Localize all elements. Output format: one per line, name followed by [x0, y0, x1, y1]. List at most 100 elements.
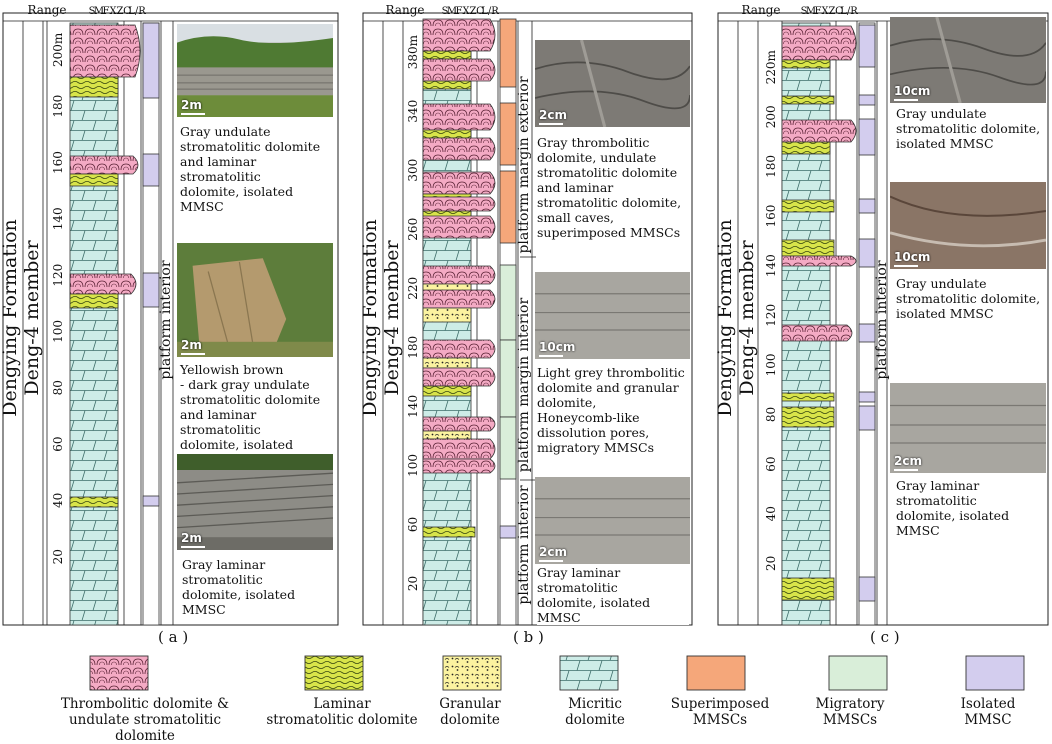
environment-label-a: platform interior [158, 260, 174, 379]
mmsc-isolated-c-0 [858, 24, 876, 68]
scale-bar-label: 10cm [894, 250, 931, 264]
depth-tick-c-7: 160 [764, 205, 778, 228]
outcrop-photo-a-1: 2m [177, 24, 333, 117]
mmsc-isolated-a-0 [142, 22, 160, 99]
depth-tick-a-1: 40 [51, 493, 65, 508]
sediment-code-b-1: M [447, 6, 457, 17]
depth-tick-b-7: 300 [406, 159, 420, 182]
lithology-bed-thrombolitic-b-2 [422, 58, 496, 82]
lithology-bed-thrombolitic-b-6 [422, 137, 496, 161]
sediment-code-c-0: S [801, 6, 808, 17]
mmsc-isolated-c-2 [858, 118, 876, 156]
sediment-code-b-3: X [462, 6, 470, 17]
legend-swatch-micritic [559, 655, 619, 691]
sediment-code-c-6: L/R [840, 6, 858, 17]
lithology-bed-thrombolitic-b-16 [422, 339, 496, 359]
scale-bar: 10cm [539, 341, 575, 357]
depth-tick-a-5: 120 [51, 264, 65, 287]
lithology-bed-thrombolitic-c-8 [781, 324, 853, 342]
sediment-code-c-4: Z [829, 6, 836, 17]
lithology-bed-thrombolitic-b-0 [422, 18, 496, 52]
lithology-bed-thrombolitic-b-18 [422, 367, 496, 387]
scale-bar: 10cm [894, 251, 930, 267]
depth-tick-c-4: 100 [764, 353, 778, 376]
legend-swatch-thrombolitic [89, 655, 149, 691]
legend-swatch-migratory [828, 655, 888, 691]
mmsc-isolated-a-1 [142, 153, 160, 187]
lithology-bed-laminar-a-6 [69, 496, 119, 508]
sediment-code-a-0: S [89, 6, 96, 17]
panel-label-a: ( a ) [158, 628, 189, 646]
scale-bar-label: 2cm [539, 108, 567, 122]
sediment-code-b-6: L/R [481, 6, 499, 17]
lithology-bed-thrombolitic-b-23 [422, 458, 496, 474]
lithology-bed-laminar-a-3 [69, 173, 119, 187]
mmsc-isolated-c-5 [858, 323, 876, 343]
outcrop-photo-b-1: 2cm [535, 40, 690, 127]
lithology-bed-granular-b-17 [422, 357, 472, 369]
lithology-bed-thrombolitic-a-4 [69, 273, 137, 295]
formation-label-c: Dengying Formation [714, 219, 736, 417]
panel-label-c: ( c ) [870, 628, 900, 646]
lithology-bed-laminar-c-11 [781, 577, 835, 601]
mmsc-isolated-a-2 [142, 272, 160, 308]
scale-bar: 2m [181, 99, 205, 115]
mmsc-migratory-b-5 [499, 416, 517, 480]
scale-bar-line [181, 113, 205, 115]
mmsc-isolated-c-3 [858, 198, 876, 214]
lithology-bed-laminar-c-10 [781, 406, 835, 428]
scale-bar: 10cm [894, 85, 930, 101]
scale-bar-label: 2cm [894, 454, 922, 468]
scale-bar-line [539, 123, 563, 125]
lithology-bed-thrombolitic-a-0 [69, 24, 141, 78]
sediment-code-a-3: X [109, 6, 117, 17]
scale-bar-line [181, 353, 205, 355]
lithology-bed-thrombolitic-b-7 [422, 171, 496, 195]
depth-tick-c-6: 140 [764, 254, 778, 277]
lithology-bed-laminar-b-5 [422, 129, 472, 139]
panel-frame-b [362, 12, 693, 626]
scale-bar-line [894, 265, 918, 267]
lithology-bed-laminar-a-5 [69, 293, 119, 309]
depth-tick-c-0: 20 [764, 556, 778, 571]
depth-tick-c-10: 220m [764, 49, 778, 84]
depth-tick-c-8: 180 [764, 155, 778, 178]
environment-label-b-platform: platform interior [516, 485, 532, 604]
depth-tick-a-6: 140 [51, 207, 65, 230]
lithology-bed-laminar-b-1 [422, 50, 472, 60]
depth-tick-c-3: 80 [764, 407, 778, 422]
outcrop-photo-c-2: 10cm [890, 182, 1046, 269]
outcrop-photo-a-2: 2m [177, 243, 333, 357]
lithology-bed-laminar-b-24 [422, 526, 476, 538]
sediment-code-b-4: Z [470, 6, 477, 17]
scale-bar-label: 2m [181, 531, 202, 545]
sediment-code-a-6: L/R [128, 6, 146, 17]
environment-label-c: platform interior [874, 260, 890, 379]
depth-tick-b-4: 180 [406, 336, 420, 359]
member-label-b: Deng-4 member [381, 239, 403, 395]
lithology-bed-thrombolitic-b-12 [422, 265, 496, 285]
scale-bar-line [894, 99, 918, 101]
scale-bar-label: 2cm [539, 545, 567, 559]
lithology-bed-laminar-a-1 [69, 76, 119, 98]
scale-bar-line [539, 560, 563, 562]
lithology-bed-laminar-c-9 [781, 392, 835, 402]
legend-swatch-isolated [965, 655, 1025, 691]
mmsc-superimposed-b-2 [499, 170, 517, 244]
sediment-code-b-5: C [476, 6, 484, 17]
environment-label-b-exterior: platform margin exterior [516, 76, 532, 253]
scale-bar-label: 2m [181, 98, 202, 112]
legend-swatch-superimposed [686, 655, 746, 691]
panel-frame-a [2, 12, 339, 626]
legend-swatch-laminar [304, 655, 364, 691]
mmsc-superimposed-b-1 [499, 102, 517, 166]
